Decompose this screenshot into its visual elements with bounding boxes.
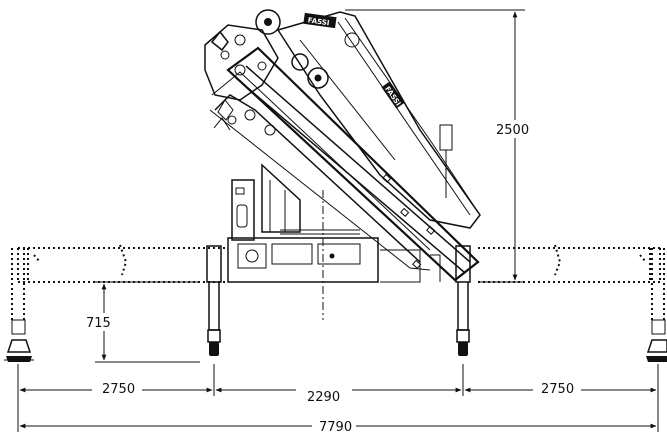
dim-height-total: 2500 bbox=[496, 123, 529, 138]
dim-inner-span: 2290 bbox=[307, 390, 340, 405]
crane-column bbox=[227, 163, 441, 283]
dim-overall-width: 7790 bbox=[319, 420, 352, 435]
outrigger-legs bbox=[4, 245, 667, 362]
crane-boom: FASSI FASSI bbox=[204, 9, 481, 282]
dimension-lines bbox=[17, 9, 659, 432]
top-badge bbox=[303, 12, 337, 29]
dim-leg-height: 715 bbox=[86, 316, 111, 331]
dim-outer-left: 2750 bbox=[102, 382, 135, 397]
boom-badge bbox=[381, 81, 405, 109]
top-badge-text: FASSI bbox=[307, 16, 330, 27]
dim-outer-right: 2750 bbox=[541, 382, 574, 397]
